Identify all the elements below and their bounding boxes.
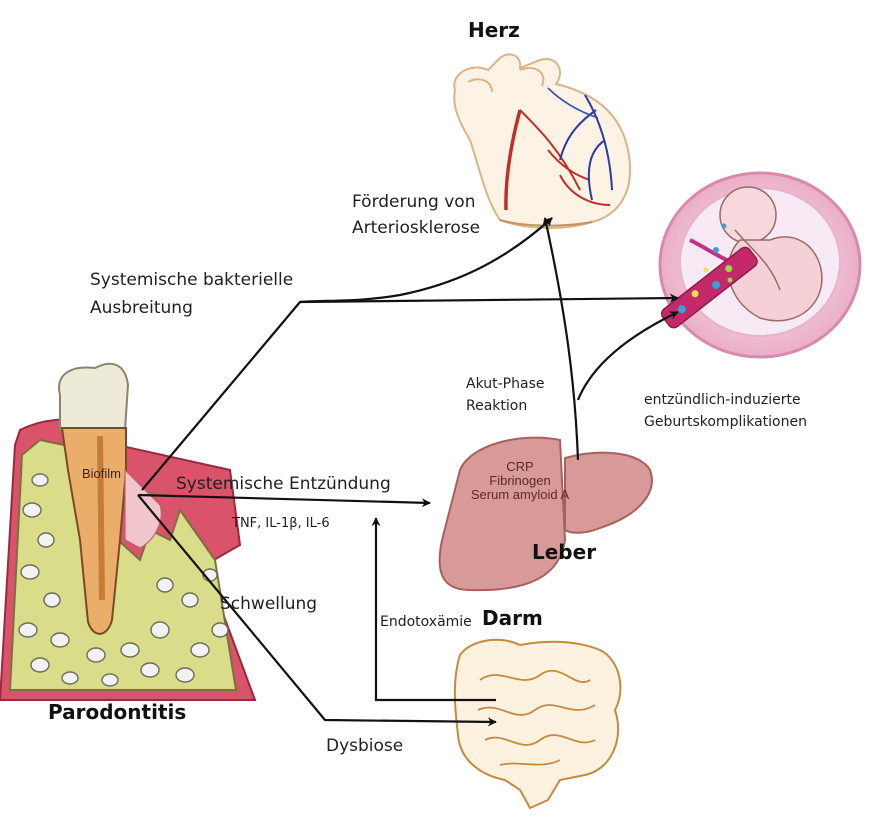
fetus-illustration: [659, 173, 860, 357]
periodontitis-label: Parodontitis: [48, 700, 186, 724]
liver-marker-saa: Serum amyloid A: [470, 488, 570, 502]
swelling-label: Schwellung: [220, 592, 317, 616]
cytokines-label: TNF, IL-1β, IL-6: [232, 516, 330, 532]
arteriosclerosis-label-line2: Arteriosklerose: [352, 216, 480, 240]
birth-complications-label-line1: entzündlich-induzierte: [644, 392, 801, 408]
arrow-acute-phase-heart: [545, 218, 578, 460]
acute-phase-label-line2: Reaktion: [466, 398, 527, 414]
acute-phase-label-line1: Akut-Phase: [466, 376, 544, 392]
birth-complications-label-line2: Geburtskomplikationen: [644, 414, 807, 430]
tooth-illustration: [0, 364, 255, 700]
arteriosclerosis-label-line1: Förderung von: [352, 190, 475, 214]
endotoxemia-label: Endotoxämie: [380, 614, 472, 630]
bacterial-spread-label-line1: Systemische bakterielle: [90, 268, 293, 292]
intestine-illustration: [455, 640, 621, 808]
heart-label: Herz: [468, 18, 520, 42]
arrow-acute-phase-fetus: [578, 312, 678, 400]
bacterial-spread-label-line2: Ausbreitung: [90, 296, 193, 320]
liver-marker-crp: CRP: [470, 460, 570, 474]
heart-illustration: [454, 54, 630, 228]
inflammation-label: Systemische Entzündung: [176, 472, 391, 496]
dysbiosis-label: Dysbiose: [326, 734, 403, 758]
liver-marker-fibrinogen: Fibrinogen: [470, 474, 570, 488]
liver-markers: CRP Fibrinogen Serum amyloid A: [470, 460, 570, 502]
gut-label: Darm: [482, 606, 543, 630]
liver-label: Leber: [532, 540, 596, 564]
biofilm-label: Biofilm: [82, 466, 121, 481]
